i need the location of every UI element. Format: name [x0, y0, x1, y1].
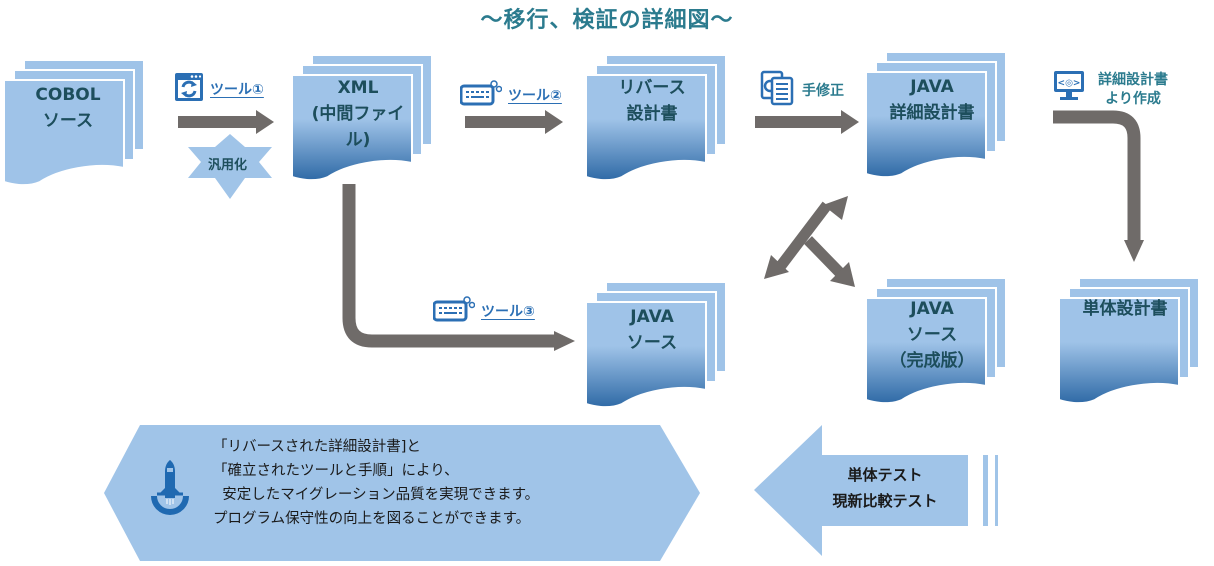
tool-3: ツール③	[432, 296, 535, 326]
arrow-cobol-to-xml	[178, 110, 274, 134]
tool-2-link[interactable]: ツール②	[508, 88, 562, 104]
document-stack-icon	[865, 51, 1007, 179]
summary-text: 「リバースされた詳細設計書]と 「確立されたツールと手順」により、 安定したマイ…	[213, 435, 539, 531]
document-page-front	[291, 74, 413, 182]
arrow-reverse-to-java-design	[755, 110, 859, 134]
arrow-create-unit-design	[1053, 110, 1144, 262]
summary-banner	[104, 425, 700, 561]
document-stack-icon	[585, 54, 727, 182]
doc-label: COBOL ソース	[35, 85, 101, 131]
document-page-front	[3, 79, 125, 187]
tool-1: ツール①	[174, 72, 264, 106]
page-title: 〜移行、検証の詳細図〜	[480, 8, 734, 33]
doc-label: JAVA ソース	[626, 307, 678, 353]
tool-3-link[interactable]: ツール③	[481, 304, 535, 320]
document-page-front	[585, 301, 707, 409]
document-page-front	[865, 297, 987, 405]
monitor-code-icon: <◎>	[1053, 70, 1085, 106]
test-line: 単体テスト	[847, 466, 923, 484]
test-arrow	[754, 425, 998, 556]
test-arrow-text: 単体テスト 現新比較テスト	[800, 462, 970, 514]
manual-fix: 手修正	[760, 70, 844, 110]
document-stack-icon	[865, 277, 1007, 405]
doc-xml-intermediate: XML (中間ファイ ル)	[291, 54, 444, 182]
manual-fix-label: 手修正	[802, 83, 844, 99]
doc-java-source: JAVA ソース	[585, 281, 738, 409]
arrow-xml-to-reverse	[465, 110, 563, 134]
doc-label: XML (中間ファイ ル)	[311, 78, 405, 150]
generalize-label: 汎用化	[208, 158, 248, 173]
doc-reverse-design: リバース 設計書	[585, 54, 738, 182]
generalize-star	[188, 134, 272, 199]
keyboard-gear-icon	[459, 80, 503, 110]
document-stack-icon	[3, 59, 145, 187]
document-page-front	[865, 71, 987, 179]
document-page-front	[585, 74, 707, 182]
test-line: 現新比較テスト	[832, 492, 938, 510]
doc-java-detailed-design: JAVA 詳細設計書	[865, 51, 1018, 179]
doc-cobol-source: COBOL ソース	[3, 59, 154, 187]
tool-1-link[interactable]: ツール①	[210, 82, 264, 98]
doc-unit-design: 単体設計書	[1058, 277, 1211, 405]
doc-label: JAVA ソース （完成版）	[889, 299, 975, 371]
svg-text:<◎>: <◎>	[1058, 79, 1081, 89]
tool-2: ツール②	[459, 80, 562, 110]
doc-label: リバース 設計書	[618, 78, 686, 124]
doc-label: 単体設計書	[1082, 299, 1168, 319]
document-page-front	[1058, 297, 1180, 405]
doc-java-source-final: JAVA ソース （完成版）	[865, 277, 1018, 405]
document-stack-icon	[1058, 277, 1200, 405]
document-stack-icon	[291, 54, 433, 182]
rocket-launch-icon	[148, 458, 192, 526]
arrow-branch-verification	[764, 196, 855, 287]
keyboard-gear-icon	[432, 296, 476, 326]
create-from-design-label: 詳細設計書 より作成	[1098, 72, 1168, 107]
arrow-xml-to-java-source	[342, 184, 575, 351]
summary-line: プログラム保守性の向上を図ることができます。	[213, 511, 531, 527]
summary-line: 安定したマイグレーション品質を実現できます。	[213, 487, 540, 503]
summary-line: 「確立されたツールと手順」により、	[213, 463, 459, 479]
doc-label: JAVA 詳細設計書	[889, 77, 975, 123]
document-stack-icon	[585, 281, 727, 409]
refresh-window-icon	[174, 72, 204, 106]
summary-line: 「リバースされた詳細設計書]と	[213, 439, 421, 455]
document-gear-icon	[760, 70, 796, 110]
